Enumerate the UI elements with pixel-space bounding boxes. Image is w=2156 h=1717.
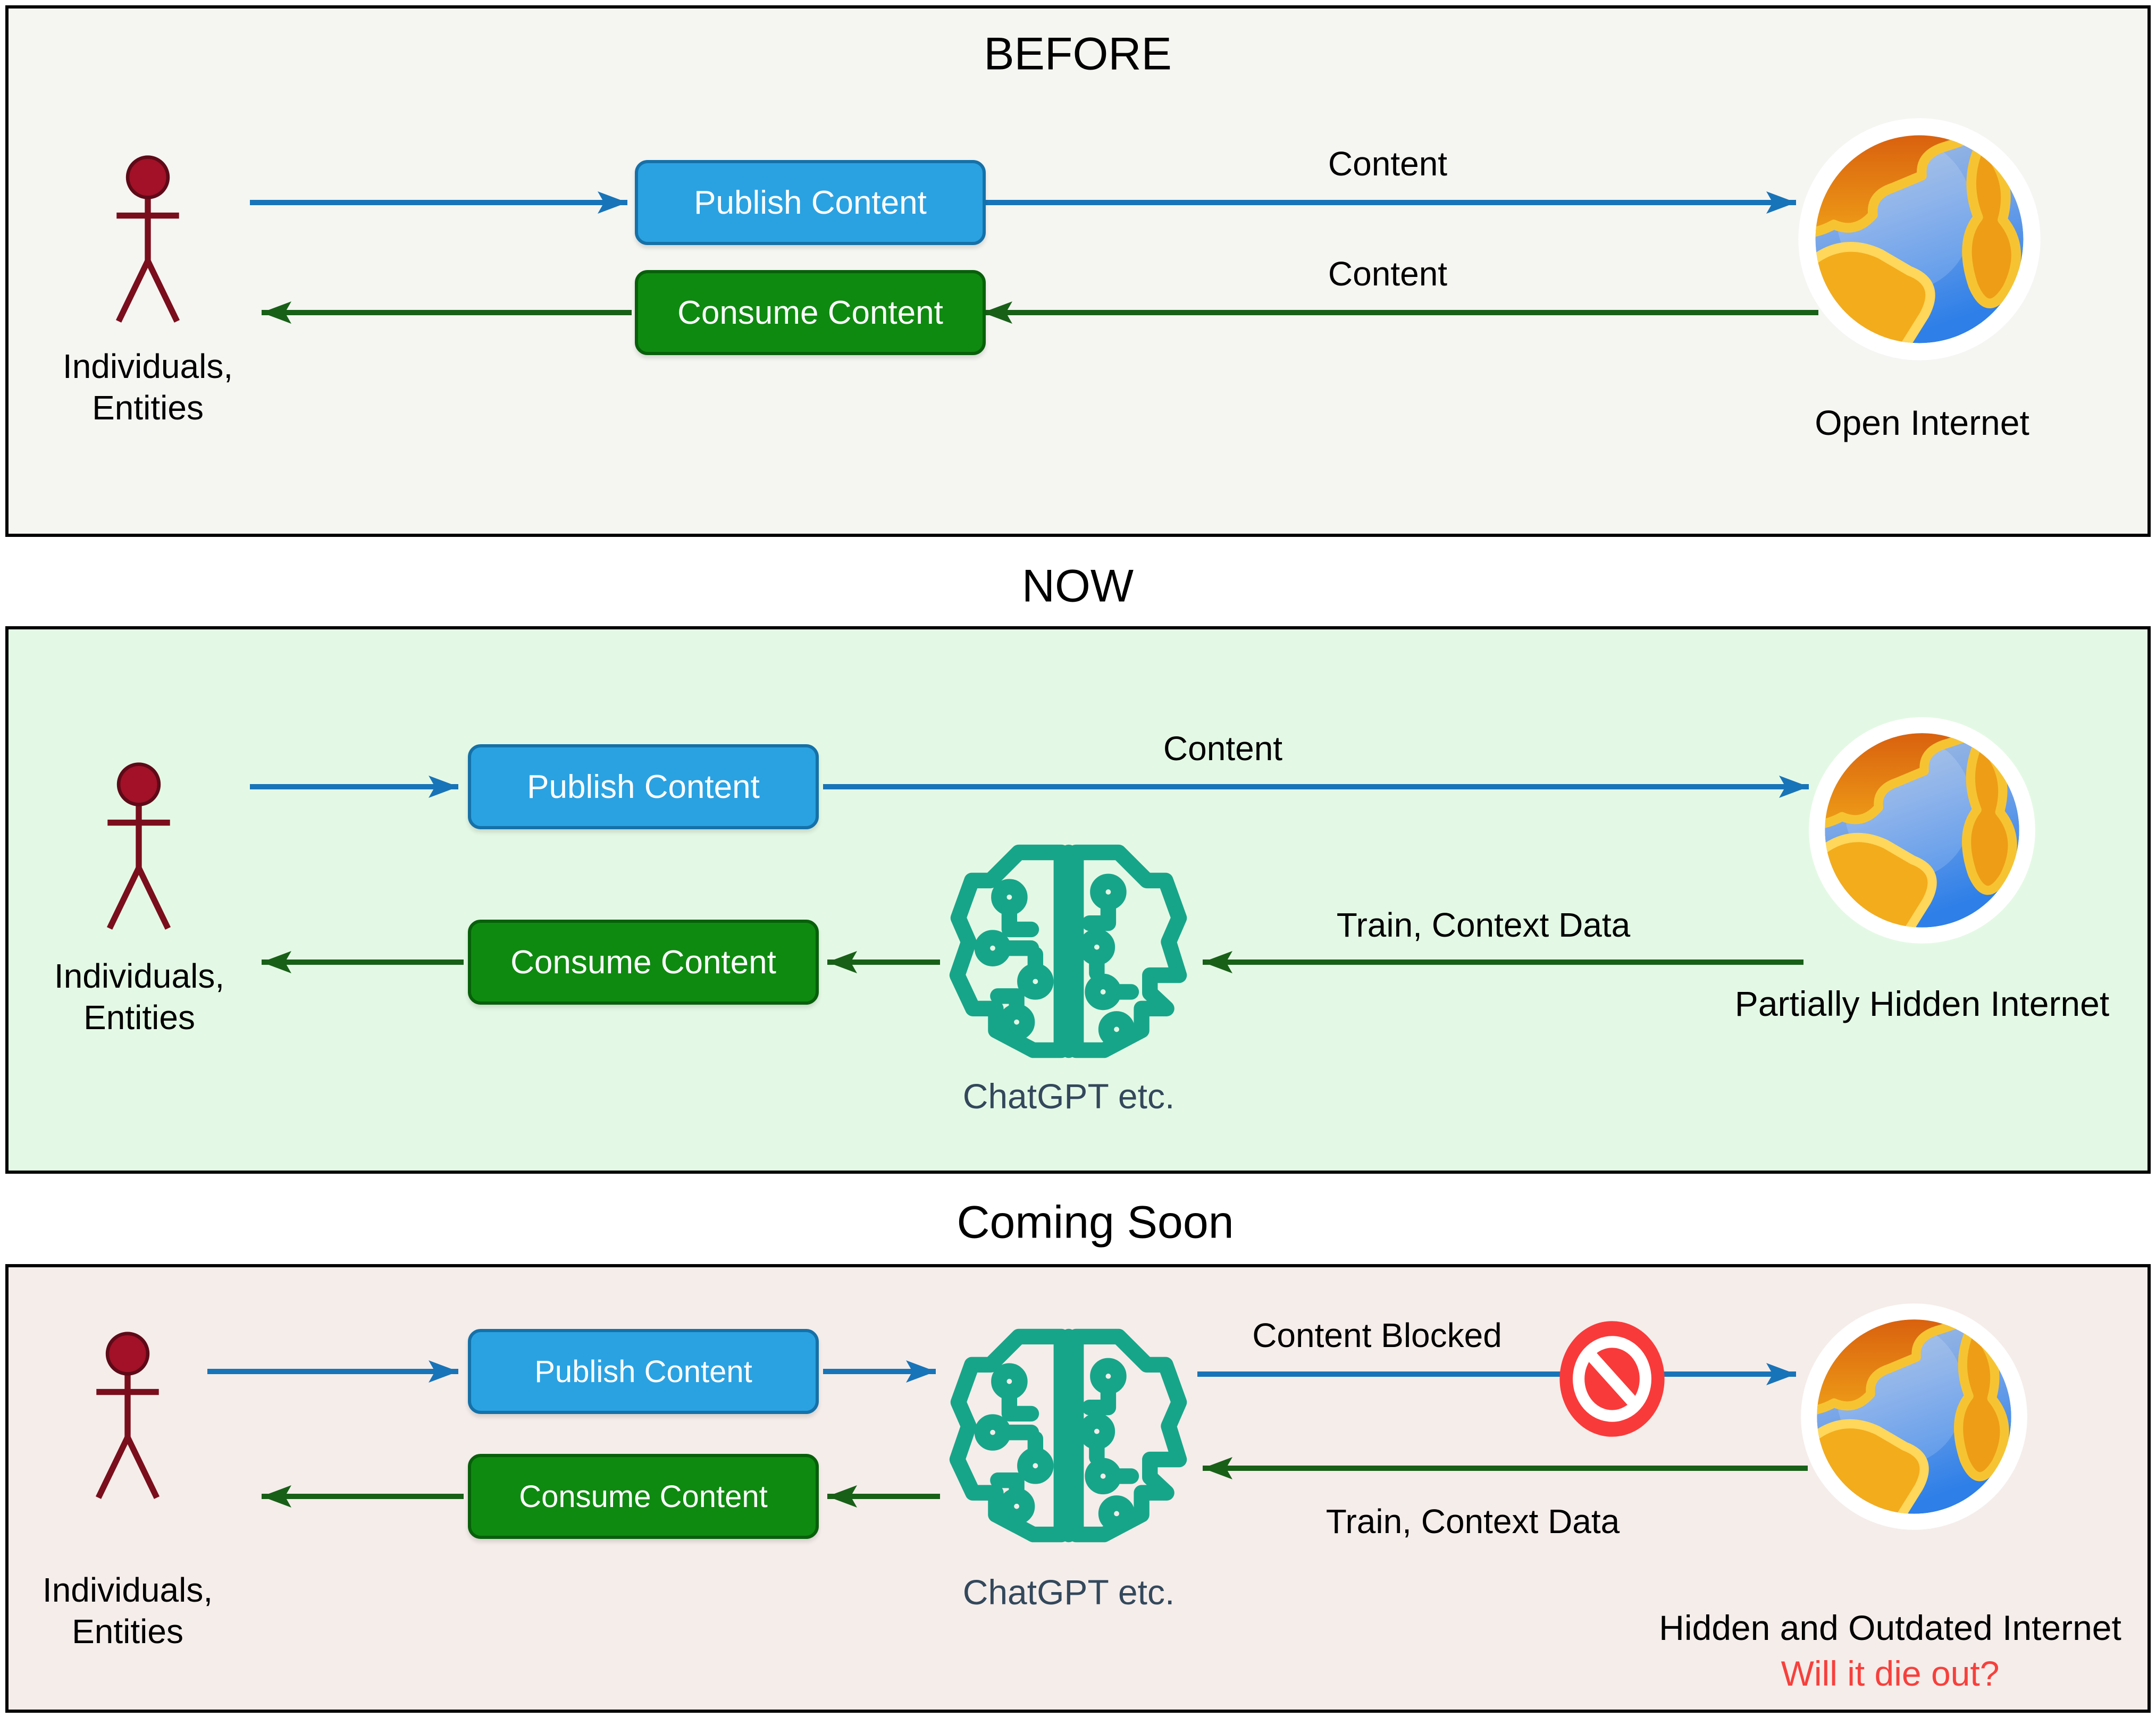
will-it-die-out-label: Will it die out? [1781, 1654, 2000, 1693]
actor-icon-before [116, 157, 179, 322]
ai-brain-icon-coming [957, 1337, 1179, 1535]
actor-label-line1: Individuals, [54, 957, 225, 995]
consume-content-button-now[interactable]: Consume Content [468, 920, 819, 1005]
publish-content-button-now[interactable]: Publish Content [468, 744, 819, 829]
chatgpt-label-now: ChatGPT etc. [962, 1076, 1175, 1116]
actor-label-before: Individuals, Entities [63, 346, 233, 428]
actor-label-line1: Individuals, [62, 347, 233, 385]
ai-brain-icon-now [957, 853, 1179, 1050]
actor-label-line2: Entities [72, 1612, 183, 1651]
panel-before [5, 5, 2151, 537]
internet-label-now: Partially Hidden Internet [1734, 984, 2110, 1023]
actor-label-line2: Entities [92, 389, 204, 427]
content-blocked-label: Content Blocked [1252, 1316, 1502, 1354]
content-arrow-label-publish-before: Content [1328, 145, 1448, 183]
actor-label-line2: Entities [83, 998, 195, 1037]
actor-label-coming: Individuals, Entities [43, 1569, 213, 1652]
globe-icon-now [1797, 698, 2035, 951]
actor-label-line1: Individuals, [42, 1571, 213, 1609]
blocked-icon [1559, 1321, 1664, 1437]
panel-title-coming-soon: Coming Soon [957, 1197, 1234, 1248]
consume-content-button-before[interactable]: Consume Content [635, 270, 986, 355]
train-context-data-label-coming: Train, Context Data [1326, 1502, 1620, 1541]
actor-icon-coming [96, 1334, 158, 1498]
actor-icon-now [107, 764, 170, 929]
panel-title-before: BEFORE [984, 28, 1172, 80]
panel-title-now: NOW [1021, 560, 1134, 612]
consume-content-button-coming[interactable]: Consume Content [468, 1454, 819, 1539]
globe-icon-before [1785, 97, 2041, 368]
content-arrow-label-now: Content [1163, 729, 1283, 768]
publish-content-button-coming[interactable]: Publish Content [468, 1329, 819, 1414]
train-context-data-label-now: Train, Context Data [1336, 906, 1631, 944]
publish-content-button-before[interactable]: Publish Content [635, 160, 986, 245]
internet-label-coming: Hidden and Outdated Internet [1659, 1608, 2121, 1647]
content-arrow-label-consume-before: Content [1328, 255, 1448, 293]
actor-label-now: Individuals, Entities [54, 955, 224, 1038]
chatgpt-label-coming: ChatGPT etc. [962, 1572, 1175, 1612]
globe-icon-coming [1789, 1284, 2027, 1537]
internet-label-before: Open Internet [1815, 403, 2029, 442]
